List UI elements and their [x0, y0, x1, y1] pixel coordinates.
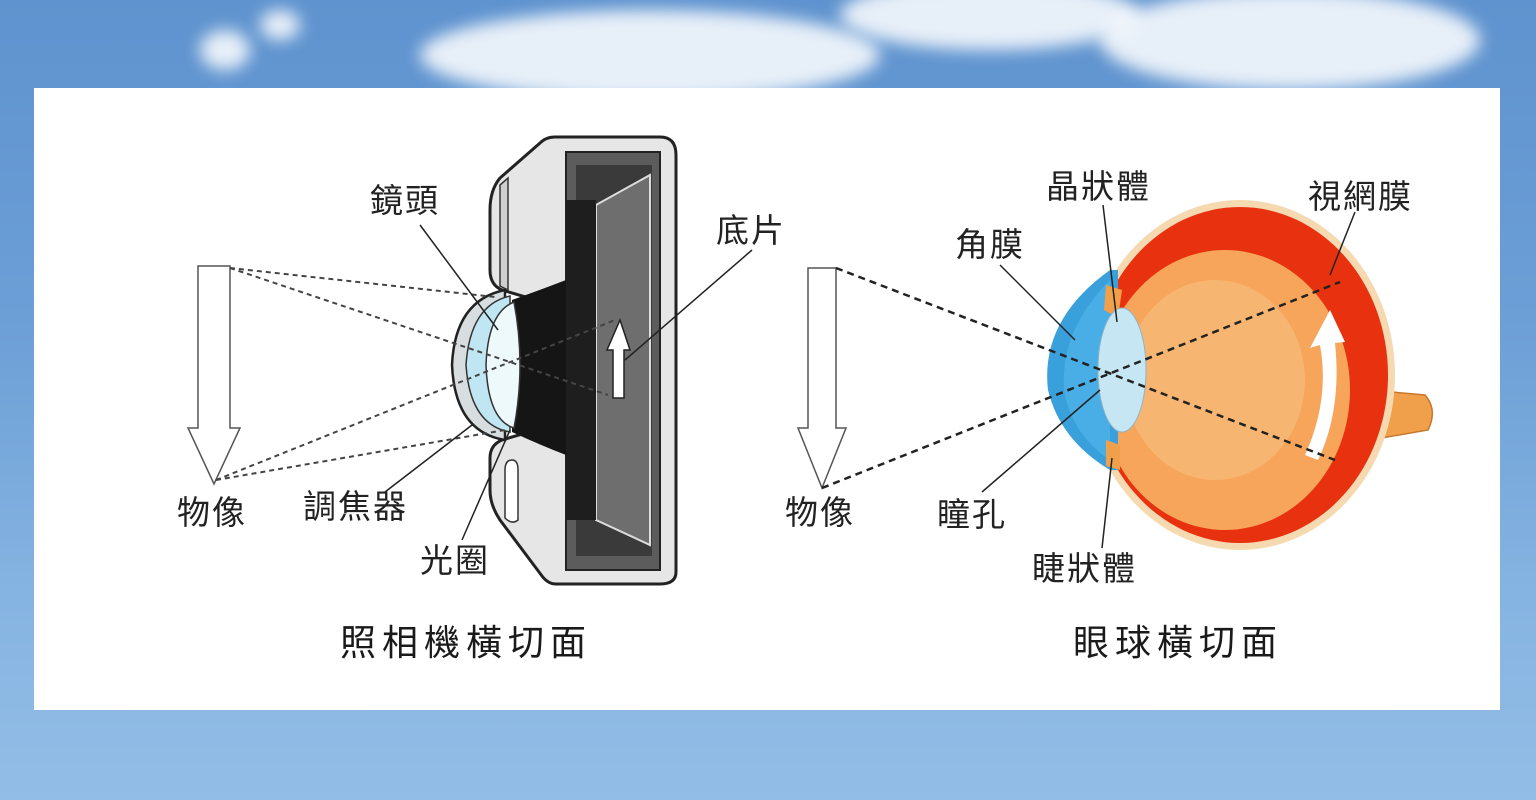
image-arrow-icon	[1305, 310, 1345, 460]
label-camera-lens: 鏡頭	[370, 181, 440, 220]
eye-caption: 眼球橫切面	[1073, 623, 1284, 664]
label-eye-retina: 視網膜	[1308, 177, 1413, 216]
eye-illustration	[796, 200, 1434, 550]
camera-caption: 照相機橫切面	[340, 623, 593, 664]
label-camera-focus: 調焦器	[303, 487, 408, 526]
label-camera-object: 物像	[177, 493, 247, 532]
object-arrow-icon	[186, 265, 242, 486]
label-eye-ciliary-body: 睫狀體	[1032, 549, 1137, 588]
label-camera-film: 底片	[716, 211, 786, 250]
cloud	[260, 10, 300, 40]
cloud	[1100, 0, 1480, 90]
object-arrow-icon	[796, 267, 848, 491]
cloud	[420, 10, 880, 100]
label-eye-cornea: 角膜	[955, 225, 1025, 264]
image-arrow-icon	[605, 317, 632, 399]
label-eye-object: 物像	[785, 493, 855, 532]
label-camera-aperture: 光圈	[420, 541, 490, 580]
label-eye-pupil: 瞳孔	[937, 495, 1007, 534]
cloud	[200, 30, 250, 70]
eye-lens	[1097, 307, 1147, 433]
camera-illustration	[186, 135, 753, 586]
label-eye-lens: 晶狀體	[1046, 167, 1151, 206]
